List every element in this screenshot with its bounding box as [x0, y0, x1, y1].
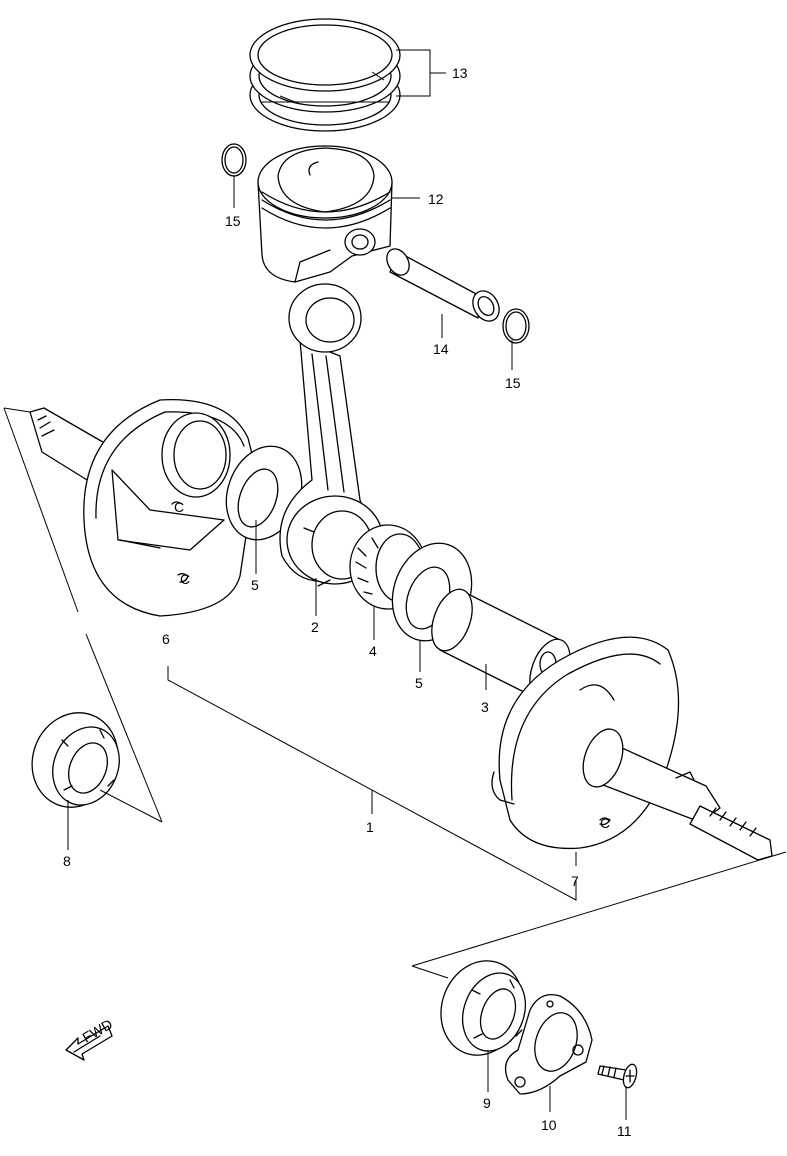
- piston-rings: [249, 18, 401, 132]
- piston-pin: [386, 248, 500, 322]
- circlip-upper: [221, 143, 247, 177]
- callout-labels: 1 2 3 4 5 5 6 7 8 9 10 11 12 13 14 15 15: [63, 65, 632, 1139]
- crank-mark-left-lower: C: [180, 571, 190, 587]
- callout-3: 3: [481, 699, 489, 715]
- callout-13: 13: [452, 65, 468, 81]
- callout-15-lower: 15: [505, 375, 521, 391]
- callout-12: 12: [428, 191, 444, 207]
- connecting-rod: [279, 283, 384, 587]
- callout-5-right: 5: [415, 675, 423, 691]
- bearing-right: [440, 960, 526, 1056]
- left-crank-web: [29, 399, 257, 617]
- callout-8: 8: [63, 853, 71, 869]
- thrust-washer-left: [225, 445, 303, 541]
- leader-lines: [3, 49, 787, 1120]
- callout-1: 1: [366, 819, 374, 835]
- callout-7: 7: [571, 873, 579, 889]
- callout-5-left: 5: [251, 577, 259, 593]
- callout-14: 14: [433, 341, 449, 357]
- callout-10: 10: [541, 1117, 557, 1133]
- callout-2: 2: [311, 619, 319, 635]
- crank-marks: C C C: [174, 499, 610, 831]
- crank-mark-right: C: [600, 815, 610, 831]
- fwd-arrow-icon: FWD: [65, 1016, 115, 1061]
- right-crank-web: [491, 636, 773, 861]
- bearing-left: [31, 712, 120, 808]
- callout-9: 9: [483, 1095, 491, 1111]
- callout-4: 4: [369, 643, 377, 659]
- callout-11: 11: [617, 1123, 632, 1139]
- crank-mark-left-upper: C: [174, 499, 184, 515]
- callout-15-upper: 15: [225, 213, 241, 229]
- circlip-lower: [502, 308, 530, 344]
- screw: [597, 1063, 638, 1089]
- callout-6: 6: [162, 631, 170, 647]
- retainer-plate: [504, 993, 593, 1095]
- piston: [257, 145, 393, 283]
